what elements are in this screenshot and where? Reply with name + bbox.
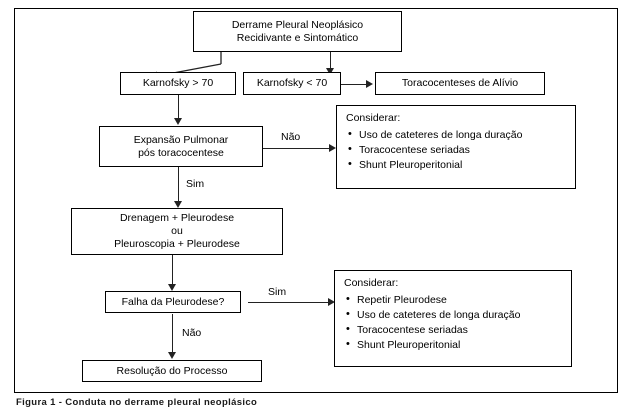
connector-falha-nao (172, 314, 173, 355)
node-resolucao-processo[interactable]: Resolução do Processo (82, 360, 262, 382)
arrow-expansao-sim (174, 201, 182, 208)
node-toracocenteses-alivio-label: Toracocenteses de Alívio (401, 77, 519, 89)
list-item: Toracocentese seriadas (346, 322, 563, 338)
node-drenagem-pleurodese[interactable]: Drenagem + Pleurodese ou Pleuroscopia + … (71, 208, 283, 255)
arrow-falha-sim (328, 298, 335, 306)
edge-label-expansao-nao: Não (281, 131, 301, 143)
node-drenagem-line3: Pleuroscopia + Pleurodese (114, 238, 240, 250)
node-falha-label: Falha da Pleurodese? (121, 295, 225, 308)
list-item: Uso de cateteres de longa duração (348, 127, 567, 143)
arrow-karnofsky-low-to-alivio (366, 80, 373, 88)
node-start-line1: Derrame Pleural Neoplásico (231, 18, 364, 31)
node-start-line2: Recidivante e Sintomático (236, 31, 359, 44)
edge-label-expansao-sim: Sim (186, 178, 205, 190)
node-expansao-line1: Expansão Pulmonar (133, 133, 229, 146)
connector-start-to-karnofsky-low (330, 52, 331, 71)
connector-karnofsky-low-to-alivio (341, 84, 368, 85)
node-drenagem-line1: Drenagem + Pleurodese (119, 212, 235, 224)
edge-label-falha-nao: Não (182, 327, 202, 339)
node-falha-pleurodese[interactable]: Falha da Pleurodese? (105, 291, 241, 313)
considerar-2-heading: Considerar: (344, 277, 399, 289)
arrow-drenagem-to-falha (168, 284, 176, 291)
considerar-2-list: Repetir Pleurodese Uso de cateteres de l… (344, 292, 563, 353)
node-karnofsky-low-label: Karnofsky < 70 (256, 77, 328, 89)
considerar-box-1[interactable]: Considerar: Uso de cateteres de longa du… (336, 105, 576, 189)
list-item: Shunt Pleuroperitonial (348, 157, 567, 173)
node-start[interactable]: Derrame Pleural Neoplásico Recidivante e… (193, 11, 402, 52)
connector-drenagem-to-falha (172, 255, 173, 287)
node-karnofsky-low[interactable]: Karnofsky < 70 (243, 72, 341, 95)
edge-label-falha-sim: Sim (268, 286, 287, 298)
node-expansao-pulmonar[interactable]: Expansão Pulmonar pós toracocentese (99, 126, 263, 167)
node-expansao-line2: pós toracocentese (138, 146, 224, 159)
node-resolucao-label: Resolução do Processo (116, 364, 228, 377)
node-karnofsky-high[interactable]: Karnofsky > 70 (120, 72, 236, 95)
connector-falha-sim (248, 302, 330, 303)
list-item: Toracocentese seriadas (348, 142, 567, 158)
figure-caption: Figura 1 - Conduta no derrame pleural ne… (16, 397, 258, 408)
considerar-box-2[interactable]: Considerar: Repetir Pleurodese Uso de ca… (334, 270, 572, 367)
list-item: Shunt Pleuroperitonial (346, 337, 563, 353)
list-item: Uso de cateteres de longa duração (346, 307, 563, 323)
node-drenagem-line2: ou (171, 225, 183, 237)
arrow-karnofsky-high-to-expansao (174, 118, 182, 125)
arrow-start-to-karnofsky-low (326, 68, 334, 75)
connector-expansao-sim (178, 167, 179, 204)
arrow-falha-nao (168, 352, 176, 359)
connector-karnofsky-high-to-expansao (178, 95, 179, 120)
considerar-1-heading: Considerar: (346, 112, 401, 124)
node-karnofsky-high-label: Karnofsky > 70 (142, 77, 214, 89)
list-item: Repetir Pleurodese (346, 292, 563, 308)
arrow-expansao-nao (329, 144, 336, 152)
connector-expansao-nao (263, 148, 331, 149)
considerar-1-list: Uso de cateteres de longa duração Toraco… (346, 127, 567, 173)
node-toracocenteses-alivio[interactable]: Toracocenteses de Alívio (375, 72, 545, 95)
